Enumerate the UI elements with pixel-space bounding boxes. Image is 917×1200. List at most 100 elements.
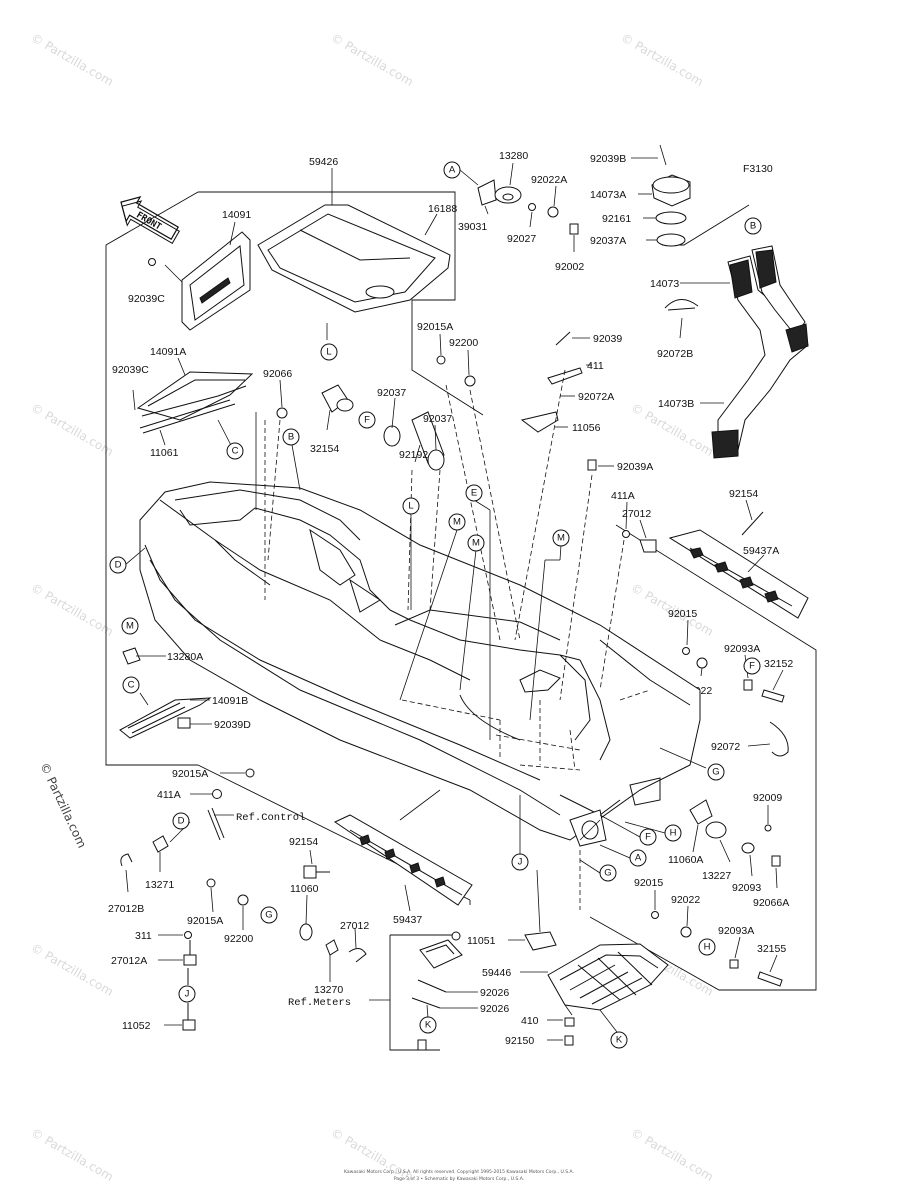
cover-plate (181, 231, 251, 331)
part-label: 410 (521, 1015, 539, 1027)
part-label: 13280A (167, 651, 203, 663)
callout-letter: M (557, 533, 565, 544)
callout-marker: G (707, 763, 725, 781)
part-label: 92039B (590, 153, 626, 165)
part-label: 92026 (480, 987, 509, 999)
watermark: © Partzilla.com (29, 30, 116, 88)
callout-marker: H (698, 938, 716, 956)
part-label: 27012B (108, 903, 144, 915)
footer-copyright: Kawasaki Motors Corp., U.S.A. All rights… (344, 1169, 574, 1175)
callout-letter: B (288, 432, 294, 443)
part-label: 92066 (263, 368, 292, 380)
callout-marker: D (172, 812, 190, 830)
callout-letter: E (471, 488, 477, 499)
callout-marker: M (467, 534, 485, 552)
callout-marker: H (664, 824, 682, 842)
callout-marker: C (122, 676, 140, 694)
part-label: 92200 (224, 933, 253, 945)
callout-letter: H (670, 828, 677, 839)
callout-letter: G (604, 868, 611, 879)
callout-letter: D (178, 816, 185, 827)
front-arrow-icon: FRONT (120, 196, 180, 244)
callout-marker: J (511, 853, 529, 871)
part-label: 92037 (377, 387, 406, 399)
dashed-assembly-lines (264, 369, 651, 910)
part-label: 92002 (555, 261, 584, 273)
part-label: 59426 (309, 156, 338, 168)
part-label: 11061 (150, 447, 179, 459)
intake-grate (547, 943, 669, 1011)
part-label: 11051 (467, 935, 496, 947)
storage-tray (257, 204, 451, 313)
watermark: © Partzilla.com (619, 30, 706, 88)
callout-letter: M (126, 621, 134, 632)
callout-letter: F (364, 415, 370, 426)
callout-marker: F (743, 657, 761, 675)
watermark: © Partzilla.com (29, 1125, 116, 1183)
part-label: 14091 (222, 209, 251, 221)
callout-letter: D (115, 560, 122, 571)
callout-marker: J (178, 985, 196, 1003)
part-label: 92192 (399, 449, 428, 461)
part-label: 92027 (507, 233, 536, 245)
callout-letter: L (408, 501, 413, 512)
callout-marker: L (402, 497, 420, 515)
part-label: 92022 (671, 894, 700, 906)
watermark: © Partzilla.com (29, 940, 116, 998)
part-label: 13227 (702, 870, 731, 882)
part-label: 14073B (658, 398, 694, 410)
part-label: 13270 (314, 984, 343, 996)
callout-letter: K (425, 1020, 432, 1031)
callout-marker: F (639, 828, 657, 846)
callout-marker: A (443, 161, 461, 179)
watermark-vertical: © Partzilla.com (37, 760, 89, 850)
watermark: © Partzilla.com (29, 400, 116, 458)
callout-letter: A (449, 165, 456, 176)
callout-letter: B (750, 221, 756, 232)
callout-letter: K (616, 1035, 623, 1046)
watermark: © Partzilla.com (329, 30, 416, 88)
callout-marker: C (226, 442, 244, 460)
callout-letter: J (518, 857, 523, 868)
watermark: © Partzilla.com (29, 580, 116, 638)
part-label: 27012 (622, 508, 651, 520)
callout-letter: G (712, 767, 719, 778)
part-label: 92015 (634, 877, 663, 889)
callout-marker: L (320, 343, 338, 361)
part-label: 13280 (499, 150, 528, 162)
part-label: 92039 (593, 333, 622, 345)
grille-part (136, 371, 254, 434)
callout-marker: G (260, 906, 278, 924)
part-label: 92039D (214, 719, 251, 731)
part-label: 11060A (668, 854, 703, 866)
callout-letter: M (453, 517, 461, 528)
part-label: 92015A (172, 768, 208, 780)
part-label: 32154 (310, 443, 339, 455)
part-label: 32152 (764, 658, 793, 670)
part-label: 13271 (145, 879, 174, 891)
callout-letter: M (472, 538, 480, 549)
part-label: 92072A (578, 391, 614, 403)
callout-letter: H (704, 942, 711, 953)
ref-control-label: Ref.Control (236, 812, 305, 824)
callout-marker: K (419, 1016, 437, 1034)
part-label: 411A (611, 490, 635, 502)
part-label: 59446 (482, 967, 511, 979)
callout-letter: G (265, 910, 272, 921)
part-label: 92150 (505, 1035, 534, 1047)
callout-marker: A (629, 849, 647, 867)
part-label: 14073 (650, 278, 679, 290)
filler-group (651, 144, 691, 247)
part-label: 92039C (128, 293, 165, 305)
part-label: 92037 (423, 413, 452, 425)
watermark: © Partzilla.com (629, 1125, 716, 1183)
part-label: 411A (157, 789, 181, 801)
ref-meters-label: Ref.Meters (288, 997, 351, 1009)
callout-marker: B (744, 217, 762, 235)
part-label: 92161 (602, 213, 631, 225)
part-label: 92037A (590, 235, 626, 247)
hull-body (139, 481, 701, 847)
callout-letter: J (185, 989, 190, 1000)
part-label: 92015A (187, 915, 223, 927)
